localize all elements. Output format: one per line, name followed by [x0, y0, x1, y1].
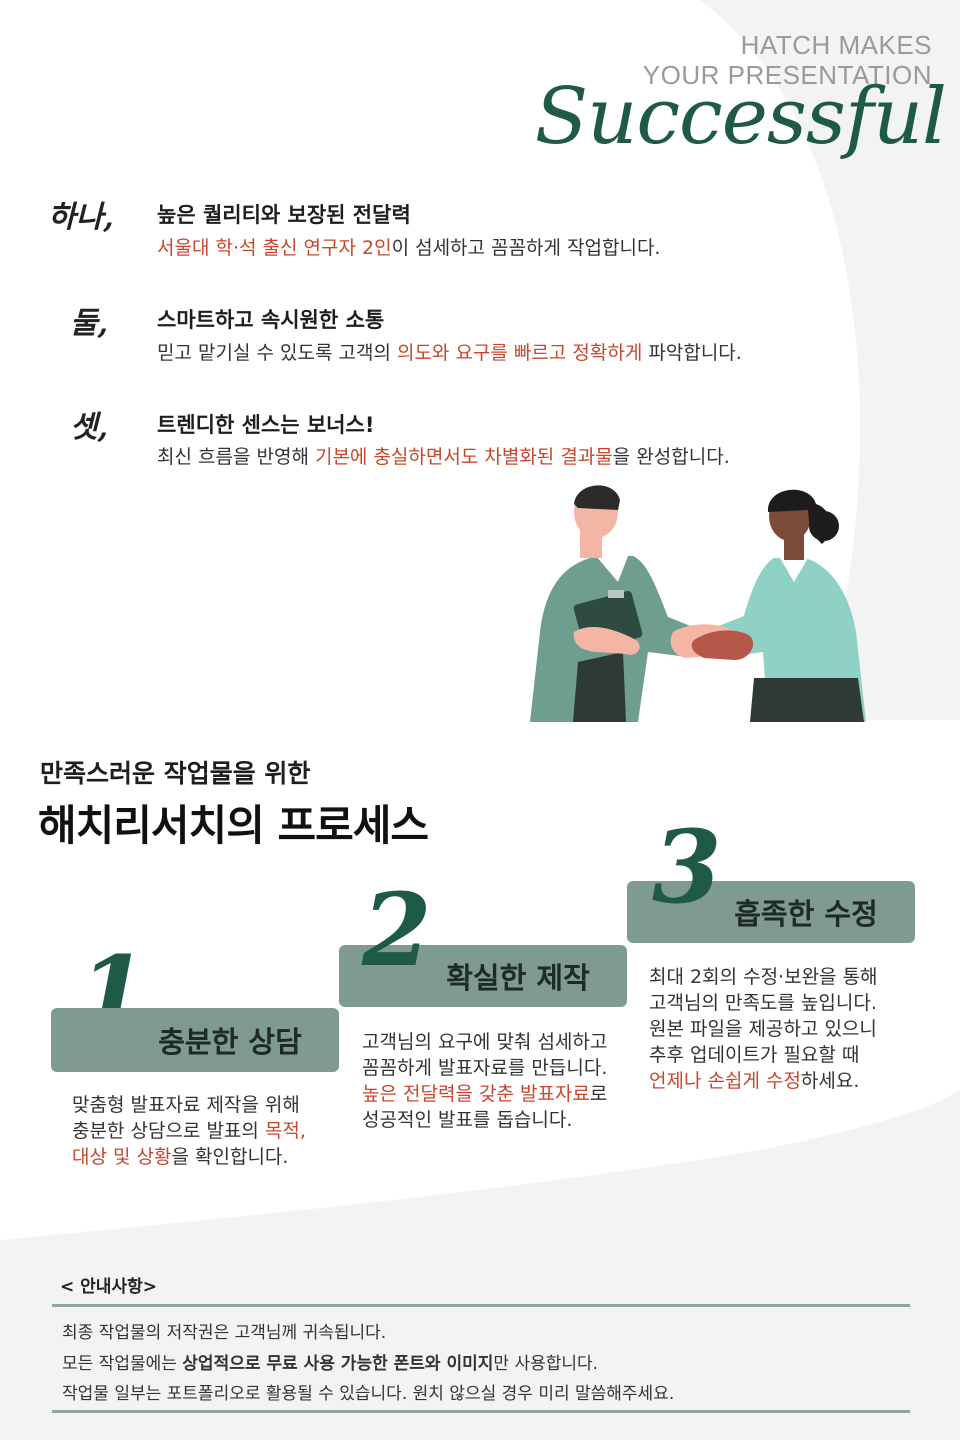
step-2-desc: 고객님의 요구에 맞춰 섬세하고 꼼꼼하게 발표자료를 만듭니다. 높은 전달력… — [362, 1029, 607, 1133]
clasped-hands — [670, 624, 754, 660]
step-3-line-4: 추후 업데이트가 필요할 때 — [649, 1044, 860, 1066]
step-1-line-2-accent: 목적, — [264, 1120, 306, 1142]
feature-3-desc-pre: 최신 흐름을 반영해 — [157, 446, 315, 468]
process-subheading: 만족스러운 작업물을 위한 — [40, 759, 311, 788]
step-3-line-5: 언제나 손쉽게 수정하세요. — [649, 1068, 878, 1094]
step-1-line-3: 대상 및 상황을 확인합니다. — [72, 1144, 306, 1170]
feature-2-desc-accent: 의도와 요구를 빠르고 정확하게 — [396, 342, 643, 364]
feature-2-numeral: 둘, — [70, 306, 109, 341]
feature-1-desc-accent: 서울대 학·석 출신 연구자 2인 — [157, 237, 392, 259]
feature-2-desc-post: 파악합니다. — [642, 342, 742, 364]
feature-3-title: 트렌디한 센스는 보너스! — [157, 413, 375, 437]
step-1-line-3-post: 을 확인합니다. — [171, 1146, 289, 1168]
step-2-number: 2 — [362, 871, 432, 989]
feature-1-title: 높은 퀄리티와 보장된 전달력 — [157, 203, 411, 227]
feature-3-numeral: 셋, — [70, 410, 109, 445]
feature-3-desc-accent: 기본에 충실하면서도 차별화된 결과물 — [314, 446, 613, 468]
notice-line-3: 작업물 일부는 포트폴리오로 활용될 수 있습니다. 원치 않으실 경우 미리 … — [62, 1384, 675, 1404]
process-heading: 해치리서치의 프로세스 — [38, 801, 429, 850]
step-2-line-4: 성공적인 발표를 돕습니다. — [362, 1109, 573, 1131]
step-3-line-3: 원본 파일을 제공하고 있으니 — [649, 1018, 877, 1040]
tagline-line-2: YOUR PRESENTATION — [642, 60, 932, 90]
step-3-line-5-post: 하세요. — [800, 1070, 860, 1092]
notice-bottom-rule — [52, 1410, 910, 1413]
bottom-grey-wave — [0, 1090, 960, 1440]
step-3-line-5-accent: 언제나 손쉽게 수정 — [649, 1070, 801, 1092]
feature-3-desc-post: 을 완성합니다. — [612, 446, 730, 468]
notice-line-2: 모든 작업물에는 상업적으로 무료 사용 가능한 폰트와 이미지만 사용합니다. — [62, 1349, 598, 1374]
man-figure — [530, 485, 693, 722]
notice-top-rule — [52, 1304, 910, 1307]
step-1-desc: 맞춤형 발표자료 제작을 위해 충분한 상담으로 발표의 목적, 대상 및 상황… — [72, 1092, 306, 1170]
step-3-line-1: 최대 2회의 수정·보완을 통해 — [649, 966, 878, 988]
step-1-line-2: 충분한 상담으로 발표의 목적, — [72, 1118, 306, 1144]
step-1-title: 충분한 상담 — [158, 1025, 302, 1059]
script-title: Successful — [534, 72, 947, 162]
step-3-title: 흡족한 수정 — [734, 897, 878, 931]
top-right-grey-curve — [700, 0, 960, 720]
step-3-desc: 최대 2회의 수정·보완을 통해 고객님의 만족도를 높입니다. 원본 파일을 … — [649, 964, 878, 1094]
feature-2-title: 스마트하고 속시원한 소통 — [157, 308, 385, 332]
step-2-line-3: 높은 전달력을 갖춘 발표자료로 — [362, 1081, 607, 1107]
woman-figure — [716, 489, 866, 722]
notice-line-2-bold: 상업적으로 무료 사용 가능한 폰트와 이미지 — [182, 1354, 494, 1374]
step-1-box: 충분한 상담 — [51, 1008, 339, 1072]
step-2-box: 확실한 제작 — [339, 945, 627, 1007]
handshake-illustration — [530, 485, 866, 722]
notice-label: < 안내사항> — [60, 1277, 157, 1297]
step-1-line-1: 맞춤형 발표자료 제작을 위해 — [72, 1094, 300, 1116]
feature-1-numeral: 하나, — [48, 200, 114, 235]
feature-3-desc: 최신 흐름을 반영해 기본에 충실하면서도 차별화된 결과물을 완성합니다. — [157, 442, 730, 469]
step-3-box: 흡족한 수정 — [627, 881, 915, 943]
step-1-line-2-pre: 충분한 상담으로 발표의 — [72, 1120, 265, 1142]
feature-2-desc: 믿고 맡기실 수 있도록 고객의 의도와 요구를 빠르고 정확하게 파악합니다. — [157, 338, 742, 365]
step-2-line-1: 고객님의 요구에 맞춰 섬세하고 — [362, 1031, 608, 1053]
step-3-line-2: 고객님의 만족도를 높입니다. — [649, 992, 877, 1014]
tagline-line-1: HATCH MAKES — [740, 30, 932, 60]
feature-1-desc-rest: 이 섬세하고 꼼꼼하게 작업합니다. — [391, 237, 661, 259]
step-2-line-3-post: 로 — [589, 1083, 608, 1105]
notice-line-2-pre: 모든 작업물에는 — [62, 1354, 183, 1374]
notice-line-1: 최종 작업물의 저작권은 고객님께 귀속됩니다. — [62, 1323, 387, 1343]
step-3-number: 3 — [652, 808, 722, 926]
tagline: HATCH MAKES YOUR PRESENTATION — [643, 30, 932, 90]
feature-1-desc: 서울대 학·석 출신 연구자 2인이 섬세하고 꼼꼼하게 작업합니다. — [157, 233, 660, 260]
step-2-line-2: 꼼꼼하게 발표자료를 만듭니다. — [362, 1057, 608, 1079]
feature-2-desc-pre: 믿고 맡기실 수 있도록 고객의 — [157, 342, 397, 364]
step-1-line-3-accent: 대상 및 상황 — [72, 1146, 172, 1168]
step-2-line-3-accent: 높은 전달력을 갖춘 발표자료 — [362, 1083, 590, 1105]
step-2-title: 확실한 제작 — [446, 961, 590, 995]
notice-line-2-post: 만 사용합니다. — [493, 1354, 599, 1374]
